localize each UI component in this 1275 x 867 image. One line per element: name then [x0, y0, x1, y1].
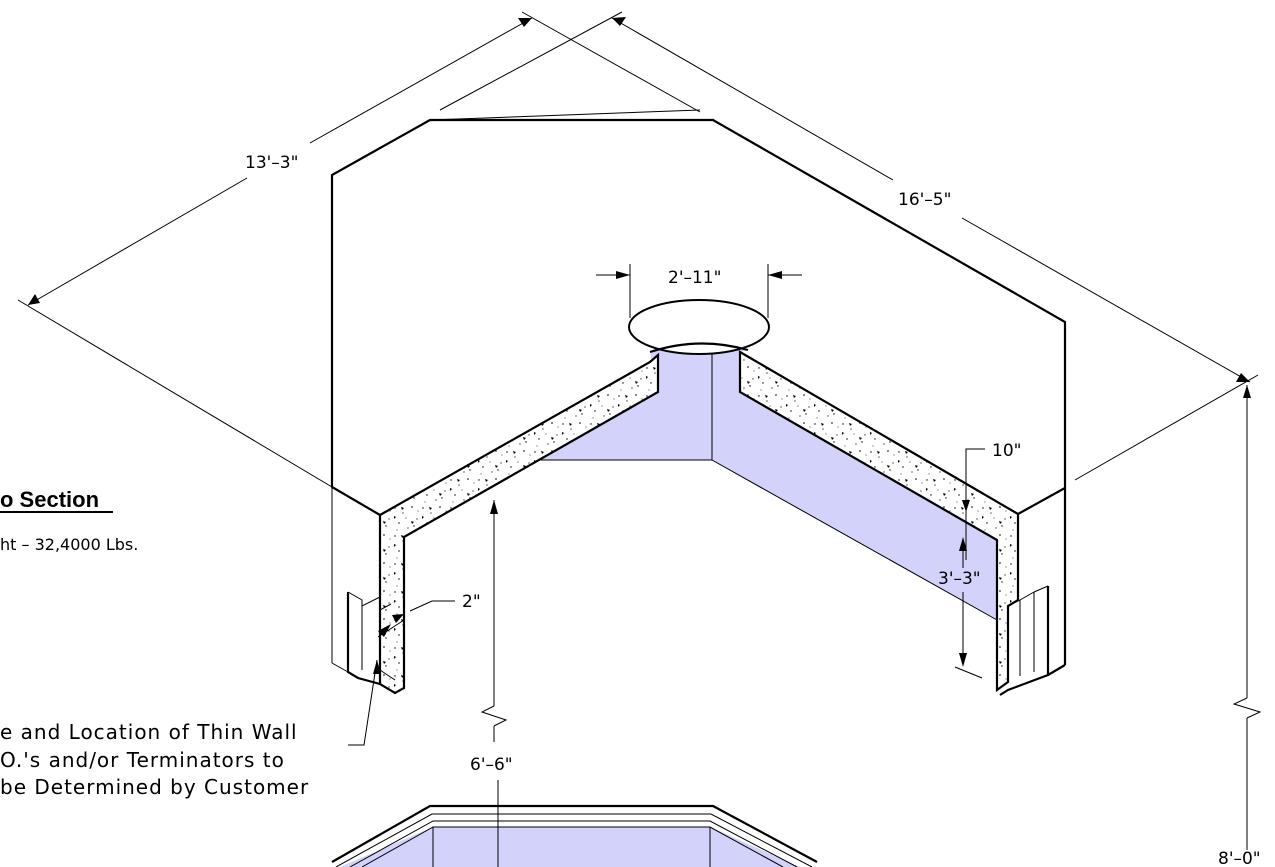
note-line-2: O.'s and/or Terminators to: [0, 748, 285, 772]
concrete-section: [378, 350, 1020, 695]
dimension-labels: 13'–3" 16'–5" 2'–11" 10" 3'–3" 2" 6'–6" …: [245, 153, 1261, 867]
joint-right: [999, 585, 1050, 696]
section-cut-left: [378, 352, 660, 695]
arrowheads: [28, 17, 1251, 674]
customer-note: e and Location of Thin Wall O.'s and/or …: [0, 720, 309, 799]
section-cut-right: [738, 350, 1020, 693]
interior-wall-left: [541, 344, 712, 460]
dim-opening: 2'–11": [668, 268, 721, 288]
dim-13ft-3in: 13'–3": [245, 153, 298, 173]
dim-16ft-5in: 16'–5": [898, 190, 951, 210]
note-line-3: be Determined by Customer: [0, 775, 309, 799]
weight-label: ht – 32,4000 Lbs.: [0, 535, 138, 554]
note-line-1: e and Location of Thin Wall: [0, 720, 298, 744]
dim-overall-height: 8'–0": [1218, 849, 1261, 867]
dim-base-height: 6'–6": [470, 755, 513, 775]
interior-wall-right: [712, 344, 997, 620]
dim-lip: 2": [462, 592, 481, 612]
dimension-lines: [17, 11, 1262, 867]
section-heading: o Section ht – 32,4000 Lbs.: [0, 487, 138, 554]
joint-left: [346, 591, 396, 686]
section-title: o Section: [0, 487, 99, 512]
base-section: [331, 804, 818, 867]
dim-wall-thickness: 10": [992, 441, 1021, 461]
top-slab-outline: [330, 118, 1067, 676]
manhole-opening: [628, 299, 770, 355]
dim-inner-height: 3'–3": [938, 569, 981, 589]
